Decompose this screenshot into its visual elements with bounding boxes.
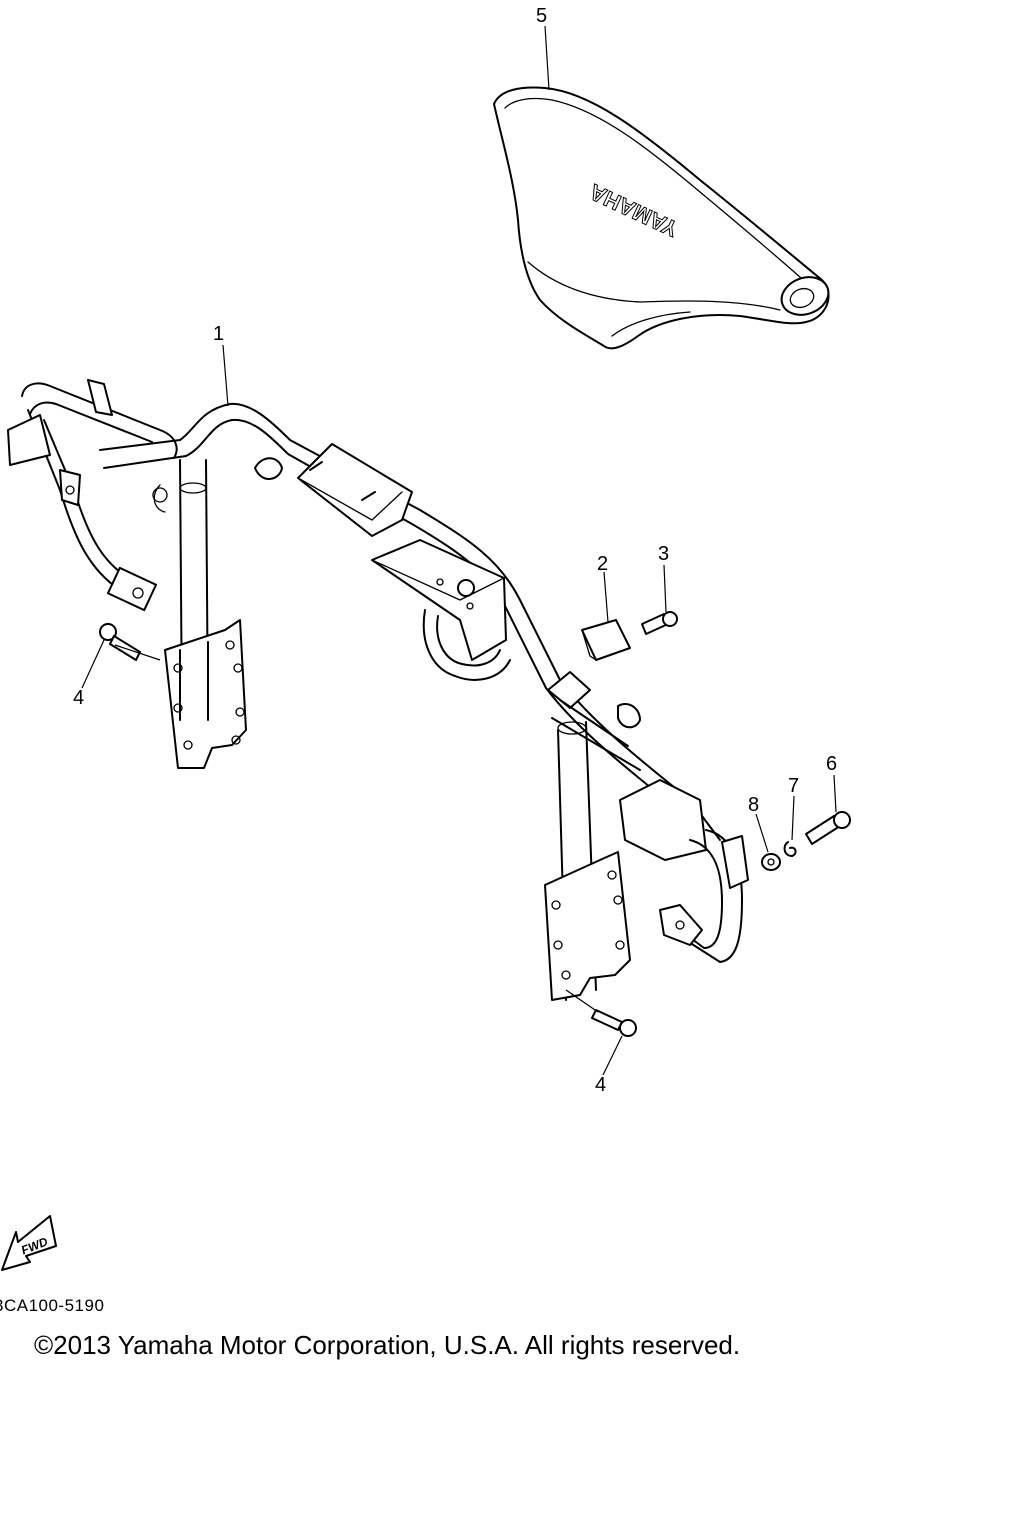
- callout-1: 1: [213, 323, 224, 345]
- bolt-left: [99, 623, 141, 661]
- callout-5: 5: [536, 5, 547, 27]
- small-bolt: [641, 611, 678, 635]
- callout-8: 8: [748, 794, 759, 816]
- copyright-notice: ©2013 Yamaha Motor Corporation, U.S.A. A…: [34, 1330, 741, 1360]
- handlebar-frame: [7, 379, 749, 1001]
- clamp-piece: [581, 619, 631, 661]
- handlebar-pad: YAMAHA: [493, 86, 830, 350]
- washer-8: [761, 853, 781, 871]
- callout-2: 2: [597, 553, 608, 575]
- callout-4-right: 4: [595, 1074, 606, 1096]
- bolt-right: [591, 1009, 637, 1037]
- lock-washer-7: [783, 841, 797, 857]
- bolt-6: [805, 811, 851, 845]
- callout-7: 7: [788, 775, 799, 797]
- callout-6: 6: [826, 753, 837, 775]
- diagram-code: 3CA100-5190: [0, 1296, 105, 1315]
- fwd-arrow-icon: FWD: [1, 1215, 57, 1271]
- callout-4-left: 4: [73, 687, 84, 709]
- callout-3: 3: [658, 543, 669, 565]
